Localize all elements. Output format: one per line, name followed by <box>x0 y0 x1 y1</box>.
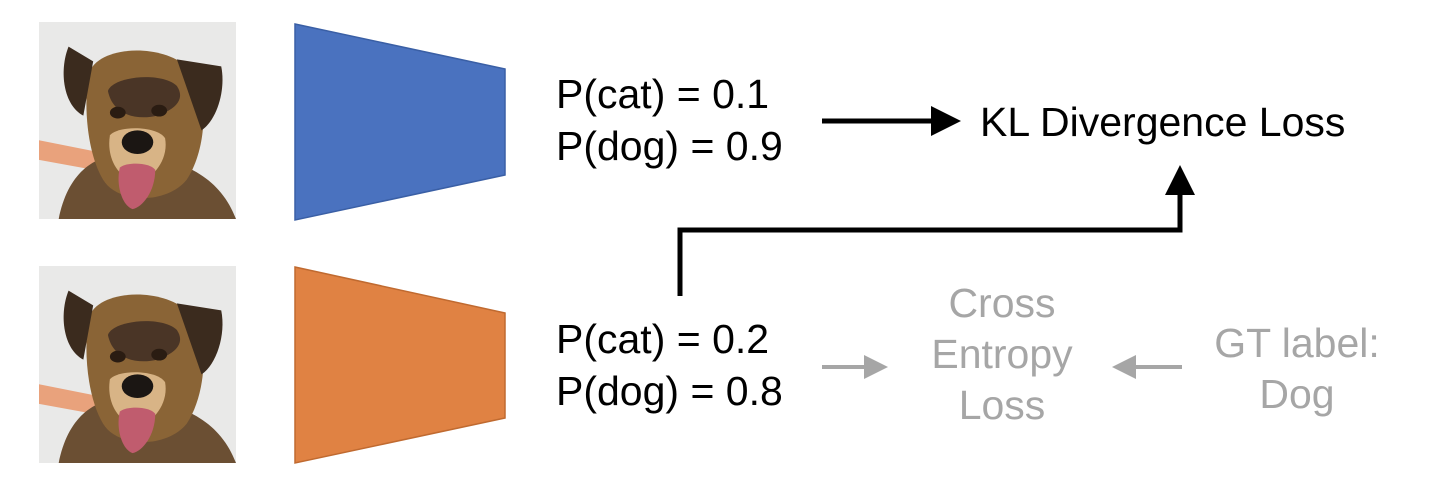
dog-illustration-bottom <box>39 266 236 463</box>
student-network-trapezoid <box>294 266 506 464</box>
gt-line-2: Dog <box>1259 371 1335 417</box>
student-p-dog: P(dog) = 0.8 <box>556 368 783 414</box>
teacher-probabilities: P(cat) = 0.1 P(dog) = 0.9 <box>556 68 783 172</box>
input-dog-photo-bottom <box>39 266 236 463</box>
teacher-p-cat: P(cat) = 0.1 <box>556 71 770 117</box>
gt-label: GT label: Dog <box>1192 318 1402 420</box>
student-to-kl-arrow <box>677 165 1195 296</box>
input-dog-photo-top <box>39 22 236 219</box>
student-probabilities: P(cat) = 0.2 P(dog) = 0.8 <box>556 313 783 417</box>
cross-entropy-loss-label: Cross Entropy Loss <box>898 278 1106 431</box>
teacher-network-trapezoid <box>294 23 506 221</box>
dog-illustration-top <box>39 22 236 219</box>
ce-line-1: Cross <box>948 280 1056 326</box>
ce-line-2: Entropy <box>931 331 1073 377</box>
ce-line-3: Loss <box>958 382 1046 428</box>
kl-divergence-loss-label: KL Divergence Loss <box>980 99 1346 145</box>
student-p-cat: P(cat) = 0.2 <box>556 316 770 362</box>
gt-line-1: GT label: <box>1214 320 1380 366</box>
teacher-p-dog: P(dog) = 0.9 <box>556 123 783 169</box>
